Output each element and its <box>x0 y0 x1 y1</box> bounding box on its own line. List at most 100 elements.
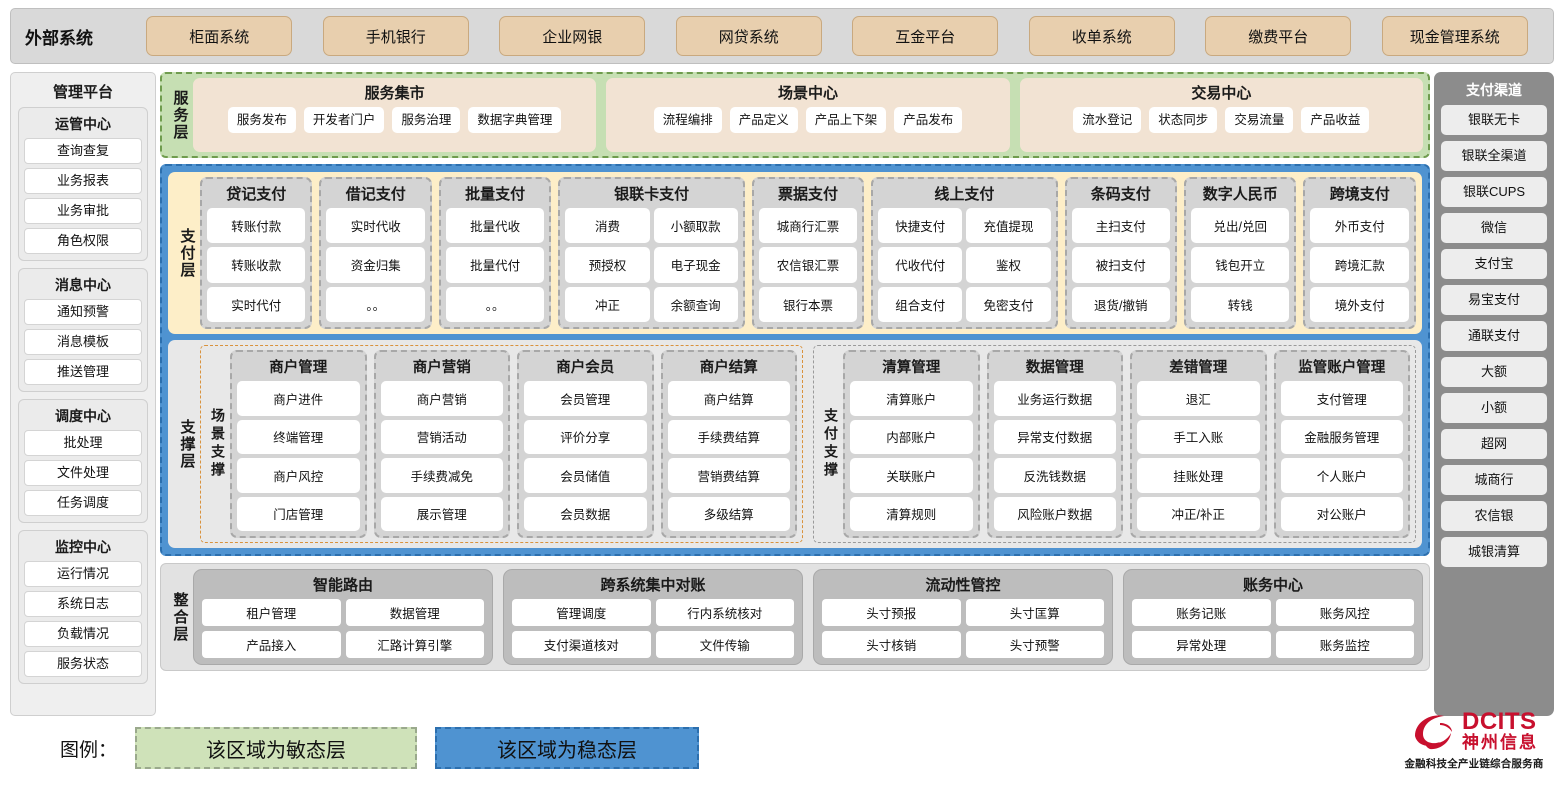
payment-chip[interactable]: 小额取款 <box>653 208 738 244</box>
payment-chip[interactable]: 电子现金 <box>653 247 738 283</box>
payment-channel-item[interactable]: 银联全渠道 <box>1441 141 1547 171</box>
payment-chip[interactable]: 批量代收 <box>445 208 545 244</box>
service-chip[interactable]: 产品发布 <box>894 107 963 133</box>
payment-chip[interactable]: 余额查询 <box>653 286 738 322</box>
payment-chip[interactable]: 鉴权 <box>966 247 1051 283</box>
management-item[interactable]: 业务报表 <box>24 168 142 194</box>
pay-support-chip[interactable]: 退汇 <box>1137 381 1260 416</box>
payment-channel-item[interactable]: 通联支付 <box>1441 321 1547 351</box>
payment-chip[interactable]: 预授权 <box>565 247 650 283</box>
scene-support-chip[interactable]: 门店管理 <box>237 496 360 531</box>
payment-chip[interactable]: 快捷支付 <box>878 208 963 244</box>
scene-support-chip[interactable]: 多级结算 <box>667 496 790 531</box>
payment-chip[interactable]: 免密支付 <box>966 286 1051 322</box>
service-chip[interactable]: 数据字典管理 <box>468 107 562 133</box>
payment-chip[interactable]: 转钱 <box>1191 286 1290 322</box>
payment-chip[interactable]: 跨境汇款 <box>1310 247 1409 283</box>
service-chip[interactable]: 流水登记 <box>1073 107 1142 133</box>
management-item[interactable]: 任务调度 <box>24 490 142 516</box>
external-system-chip[interactable]: 收单系统 <box>1028 16 1175 56</box>
pay-support-chip[interactable]: 清算规则 <box>850 496 973 531</box>
payment-channel-item[interactable]: 城商行 <box>1441 465 1547 495</box>
scene-support-chip[interactable]: 手续费结算 <box>667 419 790 454</box>
integration-chip[interactable]: 账务风控 <box>1275 599 1414 626</box>
integration-chip[interactable]: 头寸预报 <box>822 599 961 626</box>
payment-channel-item[interactable]: 农信银 <box>1441 501 1547 531</box>
pay-support-chip[interactable]: 异常支付数据 <box>993 419 1116 454</box>
scene-support-chip[interactable]: 手续费减免 <box>380 458 503 493</box>
scene-support-chip[interactable]: 评价分享 <box>524 419 647 454</box>
payment-chip[interactable]: 钱包开立 <box>1191 247 1290 283</box>
external-system-chip[interactable]: 互金平台 <box>852 16 999 56</box>
payment-chip[interactable]: 消费 <box>565 208 650 244</box>
integration-chip[interactable]: 头寸核销 <box>822 631 961 658</box>
pay-support-chip[interactable]: 冲正/补正 <box>1137 496 1260 531</box>
integration-chip[interactable]: 管理调度 <box>512 599 651 626</box>
payment-chip[interactable]: 被扫支付 <box>1071 247 1170 283</box>
payment-chip[interactable]: 兑出/兑回 <box>1191 208 1290 244</box>
payment-chip[interactable]: 批量代付 <box>445 247 545 283</box>
integration-chip[interactable]: 账务监控 <box>1275 631 1414 658</box>
scene-support-chip[interactable]: 商户风控 <box>237 458 360 493</box>
service-chip[interactable]: 产品上下架 <box>805 107 887 133</box>
management-item[interactable]: 系统日志 <box>24 591 142 617</box>
payment-chip[interactable]: 转账付款 <box>207 208 306 244</box>
external-system-chip[interactable]: 现金管理系统 <box>1381 16 1528 56</box>
management-item[interactable]: 批处理 <box>24 430 142 456</box>
payment-chip[interactable]: 。。 <box>445 286 545 322</box>
service-chip[interactable]: 交易流量 <box>1225 107 1294 133</box>
service-chip[interactable]: 产品定义 <box>729 107 798 133</box>
payment-chip[interactable]: 退货/撤销 <box>1071 286 1170 322</box>
payment-channel-item[interactable]: 小额 <box>1441 393 1547 423</box>
scene-support-chip[interactable]: 终端管理 <box>237 419 360 454</box>
integration-chip[interactable]: 行内系统核对 <box>655 599 794 626</box>
payment-channel-item[interactable]: 银联CUPS <box>1441 177 1547 207</box>
payment-chip[interactable]: 城商行汇票 <box>758 208 858 244</box>
payment-chip[interactable]: 农信银汇票 <box>758 247 858 283</box>
management-item[interactable]: 负载情况 <box>24 621 142 647</box>
external-system-chip[interactable]: 手机银行 <box>322 16 469 56</box>
payment-channel-item[interactable]: 微信 <box>1441 213 1547 243</box>
management-item[interactable]: 运行情况 <box>24 561 142 587</box>
payment-chip[interactable]: 境外支付 <box>1310 286 1409 322</box>
payment-channel-item[interactable]: 城银清算 <box>1441 537 1547 567</box>
payment-chip[interactable]: 。。 <box>326 286 425 322</box>
payment-chip[interactable]: 代收代付 <box>878 247 963 283</box>
integration-chip[interactable]: 支付渠道核对 <box>512 631 651 658</box>
payment-channel-item[interactable]: 大额 <box>1441 357 1547 387</box>
pay-support-chip[interactable]: 对公账户 <box>1280 496 1403 531</box>
payment-chip[interactable]: 实时代付 <box>207 286 306 322</box>
service-chip[interactable]: 流程编排 <box>653 107 722 133</box>
payment-channel-item[interactable]: 支付宝 <box>1441 249 1547 279</box>
service-chip[interactable]: 服务发布 <box>227 107 296 133</box>
scene-support-chip[interactable]: 会员储值 <box>524 458 647 493</box>
payment-chip[interactable]: 组合支付 <box>878 286 963 322</box>
external-system-chip[interactable]: 柜面系统 <box>146 16 293 56</box>
pay-support-chip[interactable]: 清算账户 <box>850 381 973 416</box>
management-item[interactable]: 消息模板 <box>24 329 142 355</box>
payment-chip[interactable]: 实时代收 <box>326 208 425 244</box>
management-item[interactable]: 通知预警 <box>24 299 142 325</box>
external-system-chip[interactable]: 缴费平台 <box>1205 16 1352 56</box>
pay-support-chip[interactable]: 反洗钱数据 <box>993 458 1116 493</box>
integration-chip[interactable]: 产品接入 <box>202 631 341 658</box>
integration-chip[interactable]: 头寸预警 <box>965 631 1104 658</box>
integration-chip[interactable]: 文件传输 <box>655 631 794 658</box>
service-chip[interactable]: 产品收益 <box>1301 107 1370 133</box>
integration-chip[interactable]: 租户管理 <box>202 599 341 626</box>
integration-chip[interactable]: 头寸匡算 <box>965 599 1104 626</box>
external-system-chip[interactable]: 企业网银 <box>499 16 646 56</box>
management-item[interactable]: 业务审批 <box>24 198 142 224</box>
management-item[interactable]: 角色权限 <box>24 228 142 254</box>
payment-chip[interactable]: 外币支付 <box>1310 208 1409 244</box>
payment-chip[interactable]: 转账收款 <box>207 247 306 283</box>
payment-chip[interactable]: 主扫支付 <box>1071 208 1170 244</box>
integration-chip[interactable]: 账务记账 <box>1132 599 1271 626</box>
integration-chip[interactable]: 汇路计算引擎 <box>345 631 484 658</box>
integration-chip[interactable]: 数据管理 <box>345 599 484 626</box>
pay-support-chip[interactable]: 内部账户 <box>850 419 973 454</box>
management-item[interactable]: 查询查复 <box>24 138 142 164</box>
service-chip[interactable]: 服务治理 <box>392 107 461 133</box>
pay-support-chip[interactable]: 金融服务管理 <box>1280 419 1403 454</box>
external-system-chip[interactable]: 网贷系统 <box>675 16 822 56</box>
